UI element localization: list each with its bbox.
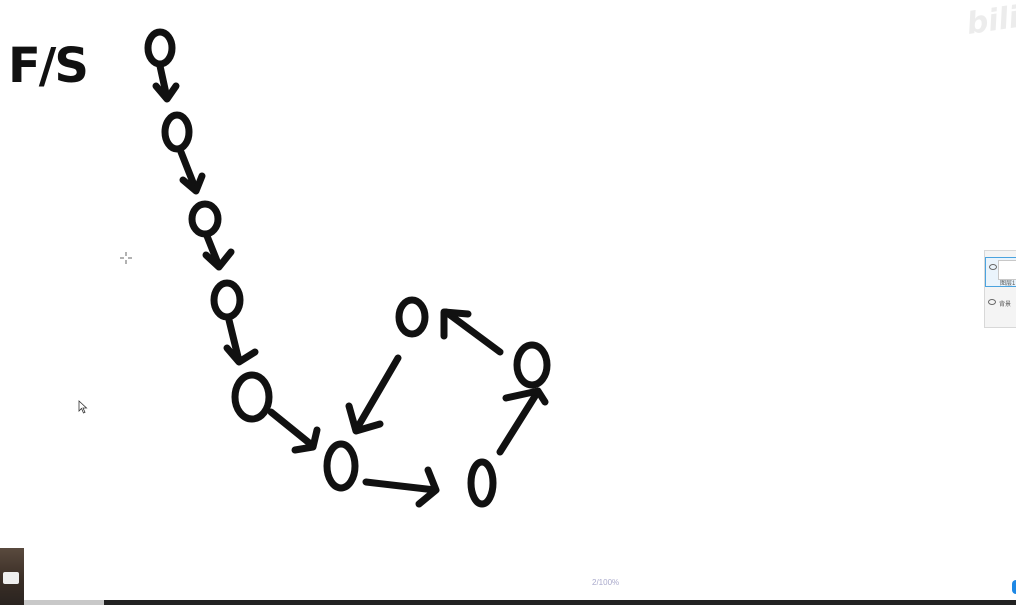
arrow-9-6 bbox=[345, 354, 402, 435]
layer-label: 图层1 bbox=[1000, 281, 1016, 287]
layers-panel: 图层1 背景 bbox=[984, 250, 1016, 328]
node-3 bbox=[188, 200, 222, 238]
arrow-8-9 bbox=[440, 308, 504, 356]
arrow-2-3 bbox=[177, 148, 206, 195]
bottom-taskbar bbox=[24, 600, 1016, 605]
cycle-arrows bbox=[345, 308, 549, 456]
node-2 bbox=[161, 111, 193, 153]
visibility-eye-icon[interactable] bbox=[989, 264, 997, 270]
node-1 bbox=[144, 28, 176, 68]
layer-label: 背景 bbox=[999, 302, 1012, 308]
corner-indicator-icon[interactable] bbox=[1012, 580, 1016, 594]
board-title: F/S bbox=[8, 38, 87, 94]
node-4 bbox=[210, 279, 244, 321]
taskbar-left-segment bbox=[24, 600, 104, 605]
chain-nodes bbox=[144, 28, 551, 508]
layer-thumbnail bbox=[998, 260, 1016, 280]
arrow-1-2 bbox=[152, 62, 180, 103]
arrow-6-7 bbox=[362, 466, 440, 508]
node-9 bbox=[395, 296, 429, 338]
arrow-4-5 bbox=[223, 316, 259, 366]
mouse-pointer-icon bbox=[78, 400, 88, 414]
chain-arrows bbox=[152, 62, 440, 508]
arrow-3-4 bbox=[202, 232, 235, 271]
node-7 bbox=[467, 458, 497, 508]
visibility-eye-icon[interactable] bbox=[988, 299, 996, 305]
crosshair-cursor-icon bbox=[120, 252, 132, 264]
node-6 bbox=[323, 440, 359, 492]
node-5 bbox=[231, 371, 273, 423]
footer-status-text: 2/100% bbox=[592, 578, 620, 587]
layer-row-drawing[interactable]: 图层1 bbox=[985, 257, 1016, 287]
node-8 bbox=[513, 341, 551, 389]
layer-row-background[interactable]: 背景 bbox=[985, 293, 1016, 323]
webcam-overlay bbox=[0, 548, 24, 605]
arrow-7-8 bbox=[496, 387, 549, 456]
arrow-5-6 bbox=[267, 408, 321, 454]
